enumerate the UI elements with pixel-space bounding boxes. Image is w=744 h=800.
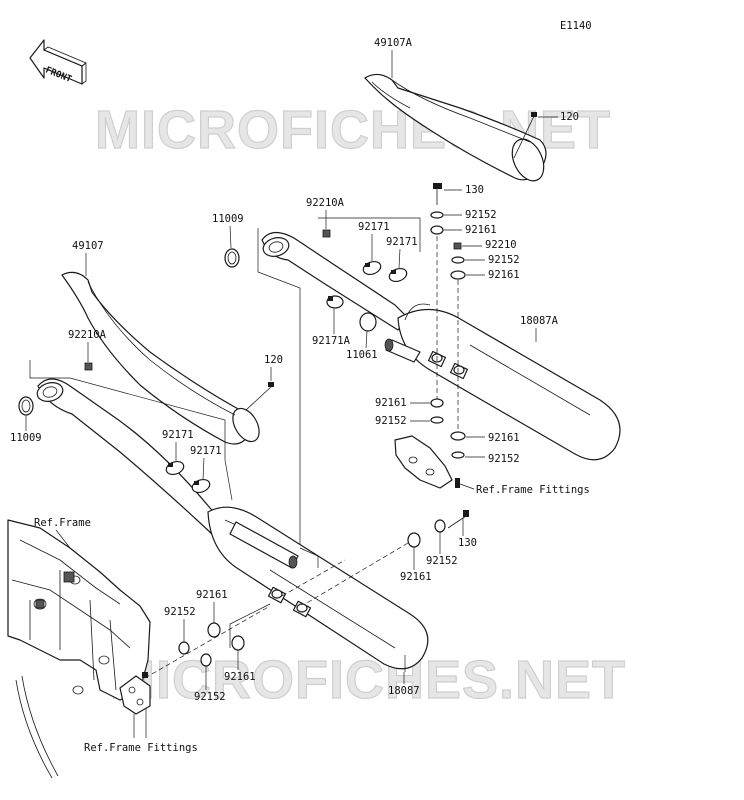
damper-92161-a <box>430 225 444 235</box>
damper-92161-g <box>231 635 245 651</box>
washer-92152-a <box>430 211 444 219</box>
label-92152-a: 92152 <box>465 209 497 221</box>
frame-bracket-upper <box>394 435 460 489</box>
label-18087A: 18087A <box>520 315 559 327</box>
label-92171-c: 92171 <box>162 429 194 441</box>
watermark-top: MICROFICHES.NET <box>95 100 611 160</box>
label-120-mid: 120 <box>264 354 283 366</box>
label-92161-g: 92161 <box>224 671 256 683</box>
label-92161-b: 92161 <box>488 269 520 281</box>
clamp-92171-a <box>362 260 382 276</box>
label-92161-a: 92161 <box>465 224 497 236</box>
label-92152-e: 92152 <box>426 555 458 567</box>
clamp-92171-d <box>191 478 211 494</box>
watermark-bottom: MICROFICHES.NET <box>110 650 626 710</box>
gasket-11009-left <box>18 396 34 416</box>
label-92161-d: 92161 <box>488 432 520 444</box>
damper-92161-b <box>450 270 466 280</box>
label-11009-left: 11009 <box>10 432 42 444</box>
nut-92210A-left <box>84 362 93 371</box>
label-92152-f: 92152 <box>164 606 196 618</box>
label-18087: 18087 <box>388 685 420 697</box>
label-92152-g: 92152 <box>194 691 226 703</box>
label-11061: 11061 <box>346 349 378 361</box>
damper-92161-e <box>407 532 421 548</box>
front-arrow-icon: FRONT <box>29 39 87 85</box>
label-92210: 92210 <box>485 239 517 251</box>
clamp-92171-c <box>165 460 185 476</box>
label-92152-b: 92152 <box>488 254 520 266</box>
muffler-lower <box>36 378 429 670</box>
washer-92152-f <box>178 641 190 655</box>
nut-92210A-top <box>322 229 331 238</box>
heat-shield-upper <box>364 73 547 182</box>
label-130-top: 130 <box>465 184 484 196</box>
label-49107: 49107 <box>72 240 104 252</box>
damper-92161-d <box>450 431 466 441</box>
damper-92161-f <box>207 622 221 638</box>
label-ref-frame: Ref.Frame <box>34 517 91 529</box>
bolt-130-bottom <box>447 510 469 529</box>
label-92152-c: 92152 <box>375 415 407 427</box>
bolt-120-top <box>513 112 537 159</box>
washer-92152-g <box>200 653 212 667</box>
label-49107A: 49107A <box>374 37 413 49</box>
diagram-code: E1140 <box>560 20 592 32</box>
washer-92152-d <box>451 451 465 459</box>
damper-92161-c <box>430 398 444 408</box>
heat-shield-lower <box>61 271 260 445</box>
label-92152-d: 92152 <box>488 453 520 465</box>
clamp-92171A <box>326 295 344 309</box>
label-92161-e: 92161 <box>400 571 432 583</box>
seal-11061 <box>359 312 377 332</box>
bolt-120-mid <box>245 382 274 411</box>
label-130-bottom: 130 <box>458 537 477 549</box>
label-ref-frame-fittings-left: Ref.Frame Fittings <box>84 742 198 754</box>
washer-92152-b <box>451 256 465 264</box>
label-92210A-left: 92210A <box>68 329 107 341</box>
label-11009-top: 11009 <box>212 213 244 225</box>
label-ref-frame-fittings-right: Ref.Frame Fittings <box>476 484 590 496</box>
label-92161-c: 92161 <box>375 397 407 409</box>
label-92171A: 92171A <box>312 335 351 347</box>
bolt-130-top <box>433 183 442 205</box>
clamp-92171-b <box>388 267 408 283</box>
washer-92152-e <box>434 519 446 533</box>
frame-reference <box>7 519 151 779</box>
label-92171-b: 92171 <box>386 236 418 248</box>
gasket-11009-top <box>224 248 240 268</box>
label-92161-f: 92161 <box>196 589 228 601</box>
frame-bracket-lower <box>119 672 151 715</box>
washer-92152-c <box>430 416 444 424</box>
muffler-upper <box>261 231 621 461</box>
label-120-top: 120 <box>560 111 579 123</box>
label-92210A-top: 92210A <box>306 197 345 209</box>
label-92171-d: 92171 <box>190 445 222 457</box>
label-92171-a: 92171 <box>358 221 390 233</box>
nut-92210 <box>453 242 462 250</box>
